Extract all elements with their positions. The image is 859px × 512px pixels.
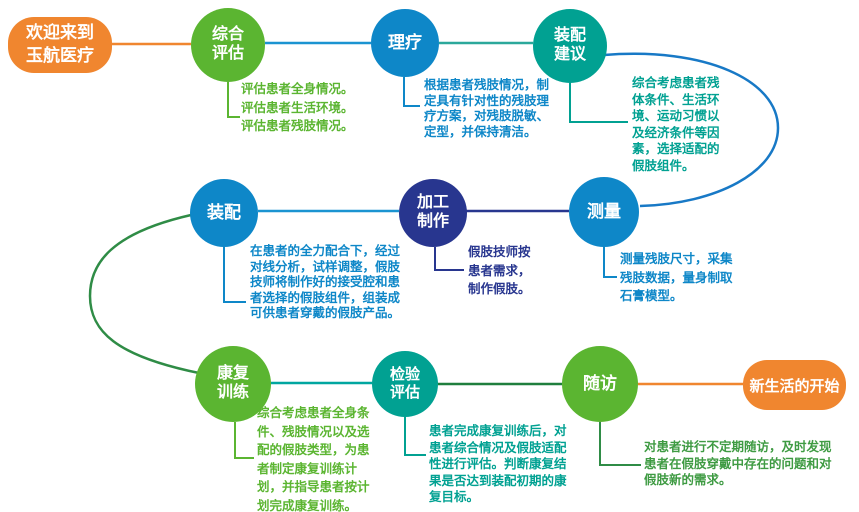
leader-physio [403, 77, 420, 107]
desc-comprehensive-assessment: 评估患者全身情况。 评估患者生活环境。 评估患者残肢情况。 [241, 82, 354, 133]
desc-assembly: 在患者的全力配合下，经过 对线分析，试样调整，假肢 技师将制作好的接受腔和患 者… [250, 244, 401, 320]
node-inspection-evaluation: 检验 评估 [372, 351, 438, 417]
desc-follow-up: 对患者进行不定期随访，及时发现 患者在假肢穿戴中存在的问题和对 假肢新的需求。 [644, 440, 832, 487]
leader-advice [569, 83, 628, 123]
leader-rehab [234, 422, 254, 459]
leader-measurement [603, 247, 617, 278]
desc-physiotherapy: 根据患者残肢情况，制 定具有针对性的残肢理 疗方案，对残肢脱敏、 定型，并保持清… [424, 78, 550, 139]
leader-followup [599, 422, 641, 466]
desc-inspection-evaluation: 患者完成康复训练后，对 患者综合情况及假肢适配 性进行评估。判断康复结 果是否达… [429, 424, 567, 504]
leader-assessment [227, 82, 240, 118]
node-assembly: 装配 [190, 179, 258, 247]
leader-inspection [404, 417, 426, 456]
desc-fabrication: 假肢技师按 患者需求， 制作假肢。 [468, 245, 531, 296]
node-physiotherapy: 理疗 [371, 9, 439, 77]
leader-fabrication [434, 247, 464, 271]
leader-assembly [223, 247, 246, 303]
node-fitting-advice: 装配 建议 [533, 9, 607, 83]
node-comprehensive-assessment: 综合 评估 [191, 8, 265, 82]
node-rehab-training: 康复 训练 [195, 346, 271, 422]
start-node-welcome: 欢迎来到 玉航医疗 [8, 17, 112, 73]
connector-assembly-to-rehab-arc [88, 213, 200, 375]
desc-measurement: 测量残肢尺寸，采集 残肢数据，量身制取 石膏模型。 [620, 252, 733, 303]
desc-rehab-training: 综合考虑患者全身条 件、残肢情况以及选 配的假肢类型，为患 者制定康复训练计 划… [257, 406, 370, 512]
node-measurement: 测量 [569, 177, 639, 247]
node-follow-up: 随访 [562, 346, 638, 422]
node-fabrication: 加工 制作 [399, 179, 467, 247]
end-node-new-life: 新生活的开始 [743, 360, 846, 410]
desc-fitting-advice: 综合考虑患者残 体条件、生活环 境、运动习惯以 及经济条件等因 素，选择适配的 … [632, 76, 720, 173]
